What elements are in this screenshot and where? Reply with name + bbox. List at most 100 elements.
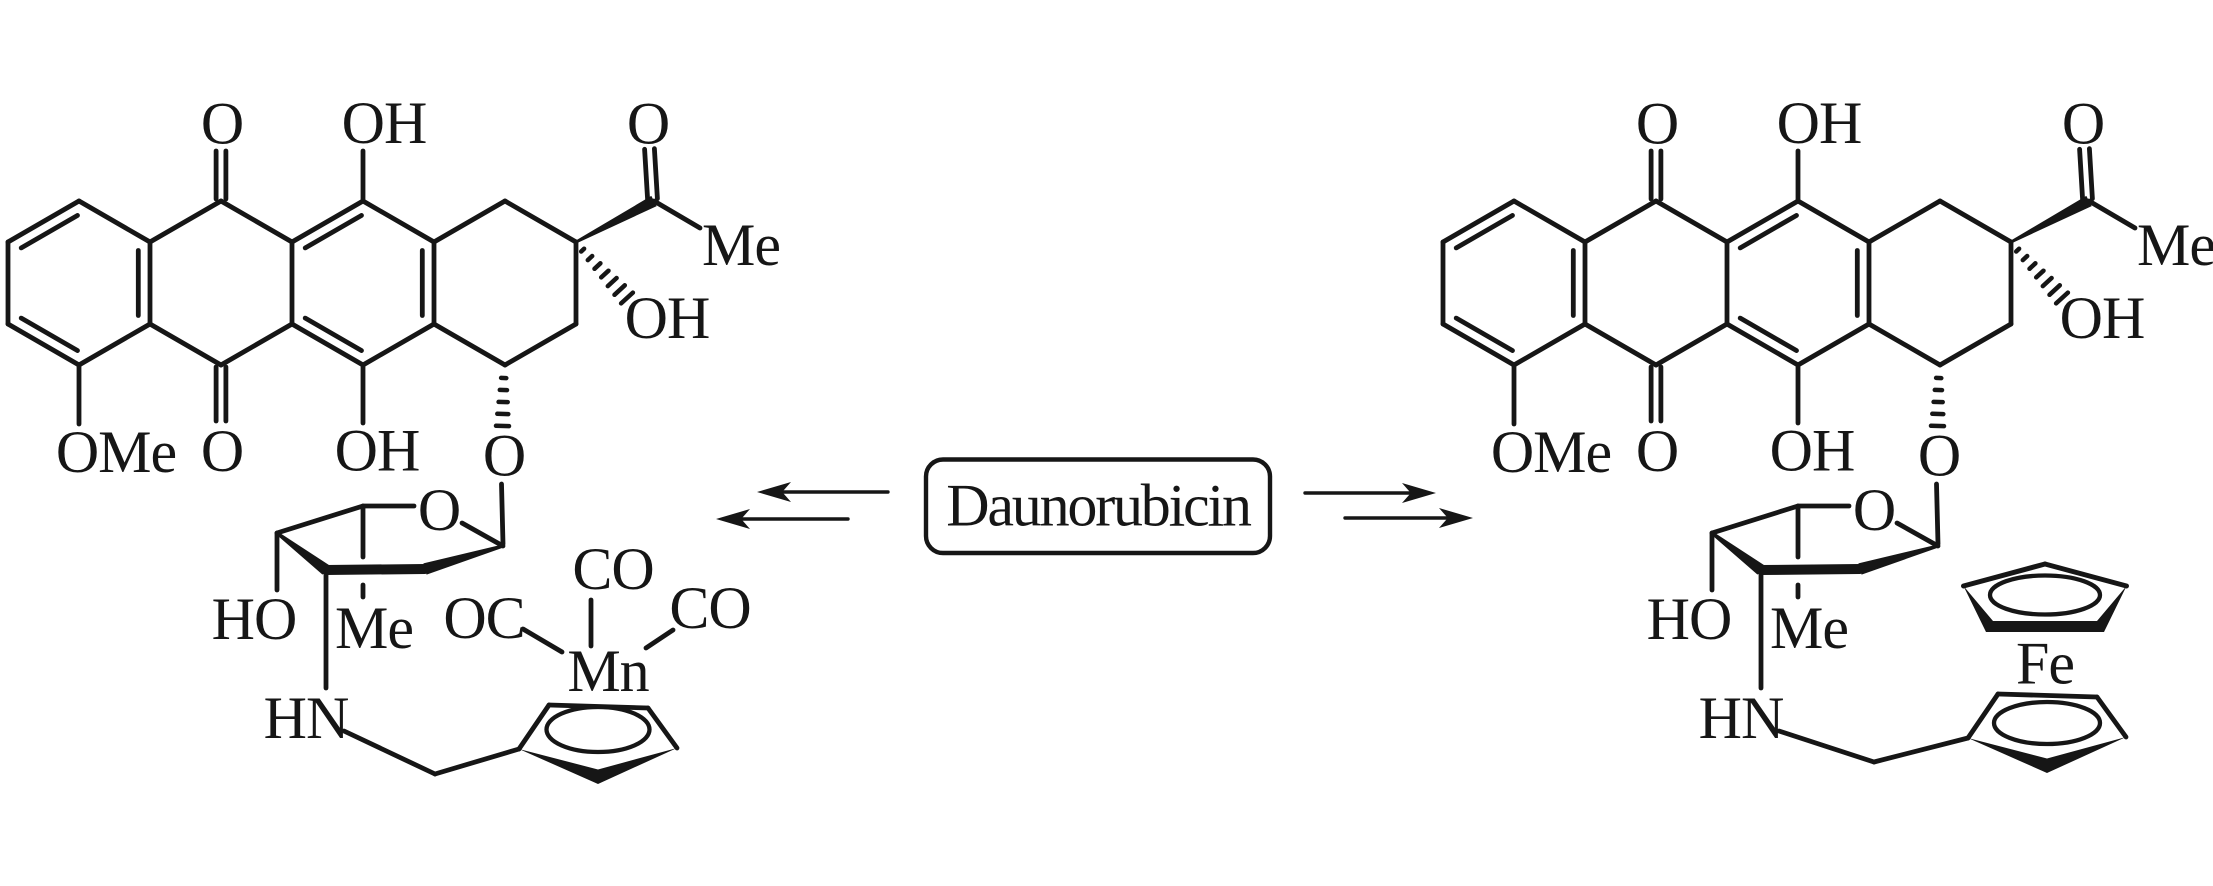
cyclopentadienyl-ring-top	[1961, 561, 2129, 632]
atom-label-acetyl-methyl: Me	[2137, 212, 2213, 278]
ring-d-edge	[1866, 321, 1943, 368]
atom-label-sugar-amine: HN	[1699, 685, 1784, 751]
atom-label-sugar-ring-oxygen: O	[418, 477, 460, 543]
cp-front-bold-edge	[1968, 737, 2126, 773]
ring-c-edge	[289, 321, 366, 368]
hash-dash	[2047, 283, 2063, 298]
sugar-o-c1-bond	[1894, 520, 1941, 549]
hash-dash	[612, 283, 628, 298]
reaction-arrow-right-top	[1303, 483, 1436, 503]
atom-label-glycosidic-oxygen: O	[483, 422, 525, 488]
atom-label-metal-fe: Fe	[2016, 630, 2074, 696]
atom-label-quinone-bottom-oxygen: O	[1636, 418, 1678, 484]
aromatic-inner-line	[1453, 212, 1515, 251]
atom-label-sugar-ring-oxygen: O	[1853, 477, 1895, 543]
ring-c-edge	[1724, 321, 1801, 368]
atom-label-sugar-hydroxyl: HO	[212, 586, 297, 652]
cp-side-edge	[645, 705, 680, 751]
hash-dash	[2020, 253, 2030, 263]
cp-side-edge	[1965, 691, 2001, 741]
ring-a-edge	[5, 321, 82, 368]
atom-label-sugar-amine: HN	[264, 685, 349, 751]
atom-label-phenol-bottom-hydroxyl: OH	[335, 417, 420, 483]
acetyl-wedge-bond	[2010, 195, 2092, 244]
atom-label-quinone-bottom-oxygen: O	[201, 418, 243, 484]
atom-label-methoxy: OMe	[1491, 419, 1611, 485]
acetyl-methyl-bond	[2086, 198, 2138, 231]
arrow-head	[1402, 483, 1436, 503]
ring-d-edge	[1937, 198, 2014, 245]
sugar-c4-c3-wedge	[276, 531, 330, 575]
atom-label-tertiary-hydroxyl: OH	[625, 285, 710, 351]
cp-side-edge	[516, 702, 552, 752]
atom-label-sugar-methyl: Me	[1770, 595, 1848, 661]
cp-top-edge	[2042, 561, 2129, 589]
atom-label-methoxy: OMe	[56, 419, 176, 485]
sugar-c2-c3-bold-bond	[321, 564, 430, 575]
arrow-head	[716, 509, 750, 529]
acetyl-c-o-double-bond	[2077, 146, 2086, 202]
ring-a-edge	[1511, 198, 1588, 245]
cyclopentadienyl-ring	[516, 702, 680, 784]
daunosamine-sugar: O HO Me HN	[1647, 477, 1941, 751]
hash-dash	[598, 268, 611, 280]
glycosidic-o-c1-bond	[1934, 481, 1941, 547]
aromatic-inner-line	[18, 212, 80, 251]
ring-b-edge	[147, 321, 224, 368]
ring-b-edge	[1582, 321, 1659, 368]
reaction-arrow-left-bottom	[716, 509, 850, 529]
sugar-c4-c5-bond	[274, 503, 366, 536]
aromatic-inner-line	[1453, 315, 1515, 354]
atom-label-quinone-top-oxygen: O	[201, 90, 243, 156]
sugar-o-c1-bond	[459, 520, 506, 549]
hash-dash	[2033, 268, 2046, 280]
ring-a-edge	[76, 321, 153, 368]
reaction-arrow-left-top	[757, 482, 890, 502]
arrow-head	[1439, 508, 1473, 528]
c7-glycosidic-hashed-bond	[1928, 375, 1947, 429]
amine-ch2-bond	[1776, 728, 1877, 765]
ch2-cp-bond	[1871, 735, 1971, 765]
ring-c-edge	[1795, 198, 1872, 245]
sugar-c4-c3-wedge	[1711, 531, 1765, 575]
aromatic-inner-line	[302, 212, 364, 251]
ring-a-edge	[1511, 321, 1588, 368]
cymantrene-group: CO OC CO Mn	[341, 536, 752, 784]
atom-label-tertiary-hydroxyl: OH	[2060, 285, 2145, 351]
ring-a-edge	[1440, 321, 1517, 368]
arrow-head	[757, 482, 791, 502]
atom-label-sugar-hydroxyl: HO	[1647, 586, 1732, 652]
reaction-arrow-right-bottom	[1343, 508, 1473, 528]
sugar-c1-c2-wedge	[1858, 544, 1939, 575]
hash-dash	[605, 275, 619, 289]
aromatic-inner-line	[18, 315, 80, 354]
atom-label-acetyl-oxygen: O	[2062, 90, 2104, 156]
ring-d-edge	[431, 198, 508, 245]
atom-label-quinone-top-oxygen: O	[1636, 90, 1678, 156]
atom-label-metal-mn: Mn	[567, 638, 649, 704]
acetyl-methyl-bond	[651, 198, 703, 231]
ring-c-edge	[360, 321, 437, 368]
cp-front-bold-edge	[1963, 586, 2127, 632]
hash-dash	[2040, 275, 2054, 289]
left-structure: O OH O Me OH OMe O OH O O HO Me HN CO OC…	[5, 90, 781, 784]
cp-aromatic-ellipse	[544, 704, 652, 755]
hash-dash	[578, 246, 587, 254]
glycosidic-o-c1-bond	[499, 481, 506, 547]
ring-a-edge	[1440, 198, 1517, 245]
aromatic-inner-line	[1737, 315, 1799, 354]
hash-dash	[2053, 290, 2071, 306]
ring-d-edge	[502, 198, 579, 245]
mn-co-bond	[643, 627, 676, 651]
aromatic-inner-line	[302, 315, 364, 354]
ring-c-edge	[1795, 321, 1872, 368]
cp-top-edge	[1961, 561, 2048, 589]
ring-c-edge	[360, 198, 437, 245]
daunorubicin-box-label: Daunorubicin	[946, 472, 1252, 538]
atom-label-carbonyl-right: CO	[669, 575, 750, 641]
cp-front-bold-edge	[519, 748, 677, 784]
c9-hydroxyl-hashed-bond	[578, 246, 636, 306]
atom-label-sugar-methyl: Me	[335, 595, 413, 661]
hash-dash	[2027, 261, 2038, 272]
